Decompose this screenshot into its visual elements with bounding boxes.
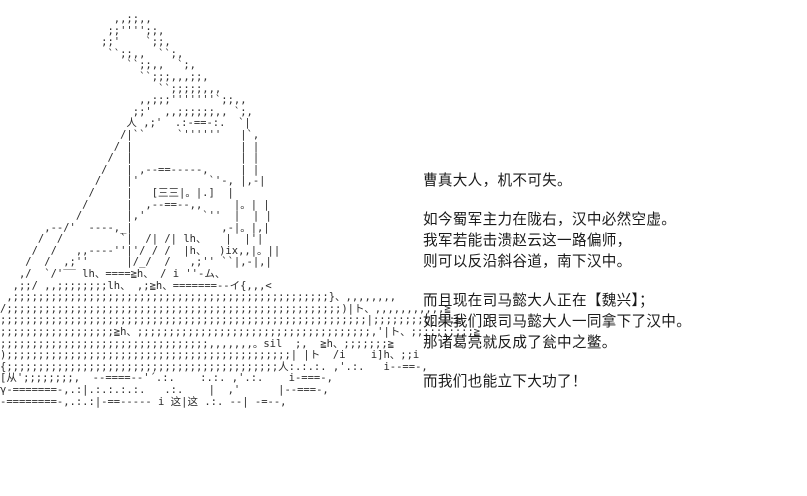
dialogue-paragraph: 曹真大人，机不可失。 [423, 170, 793, 191]
ascii-art-character: ,,;;,, ;;'''';;, ;;' `;;, ``;;,, ``;, ``… [0, 13, 481, 408]
dialogue-paragraph: 而我们也能立下大功了！ [423, 371, 793, 392]
dialogue-line: 我军若能击溃赵云这一路偏师， [423, 232, 632, 249]
dialogue-line: 那诸葛亮就反成了瓮中之鳖。 [423, 334, 617, 351]
dialogue-line: 如果我们跟司马懿大人一同拿下了汉中。 [423, 313, 692, 330]
dialogue-line: 而我们也能立下大功了！ [423, 373, 587, 390]
dialogue-line: 如今蜀军主力在陇右，汉中必然空虚。 [423, 211, 677, 228]
dialogue-paragraph: 如今蜀军主力在陇右，汉中必然空虚。 我军若能击溃赵云这一路偏师， 则可以反沿斜谷… [423, 209, 793, 272]
dialogue-text-block: 曹真大人，机不可失。 如今蜀军主力在陇右，汉中必然空虚。 我军若能击溃赵云这一路… [423, 170, 793, 392]
dialogue-line: 曹真大人，机不可失。 [423, 172, 572, 189]
dialogue-line: 而且现在司马懿大人正在【魏兴】； [423, 292, 655, 309]
dialogue-paragraph: 而且现在司马懿大人正在【魏兴】； 如果我们跟司马懿大人一同拿下了汉中。 那诸葛亮… [423, 290, 793, 353]
dialogue-line: 则可以反沿斜谷道，南下汉中。 [423, 253, 632, 270]
